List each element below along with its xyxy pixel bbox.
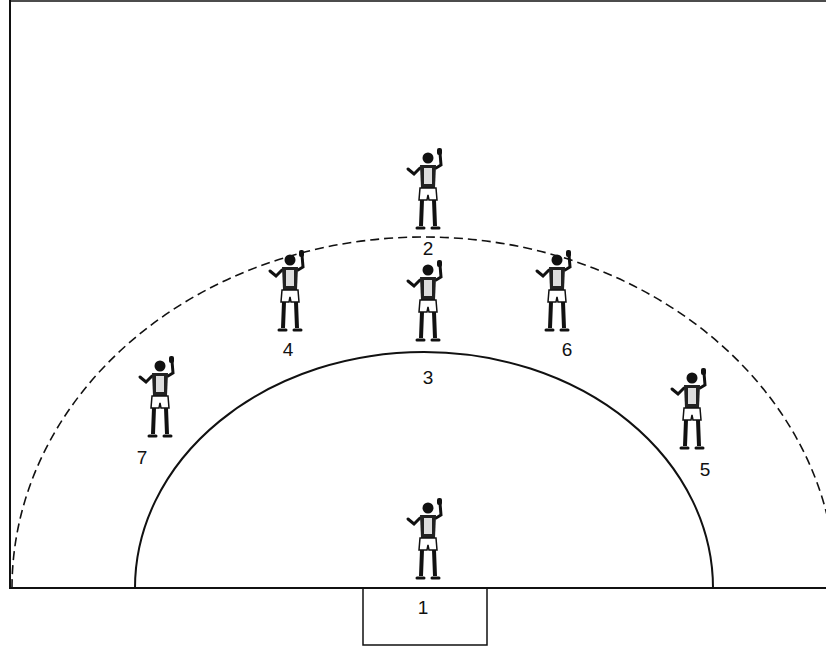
callout-number: 1 [416, 598, 431, 618]
callout-number: 2 [421, 239, 436, 259]
callout-number: 5 [698, 460, 713, 480]
callout-number: 6 [560, 340, 575, 360]
callout-number: 3 [421, 368, 436, 388]
callout-number: 7 [135, 448, 150, 468]
callout-number: 4 [281, 340, 296, 360]
